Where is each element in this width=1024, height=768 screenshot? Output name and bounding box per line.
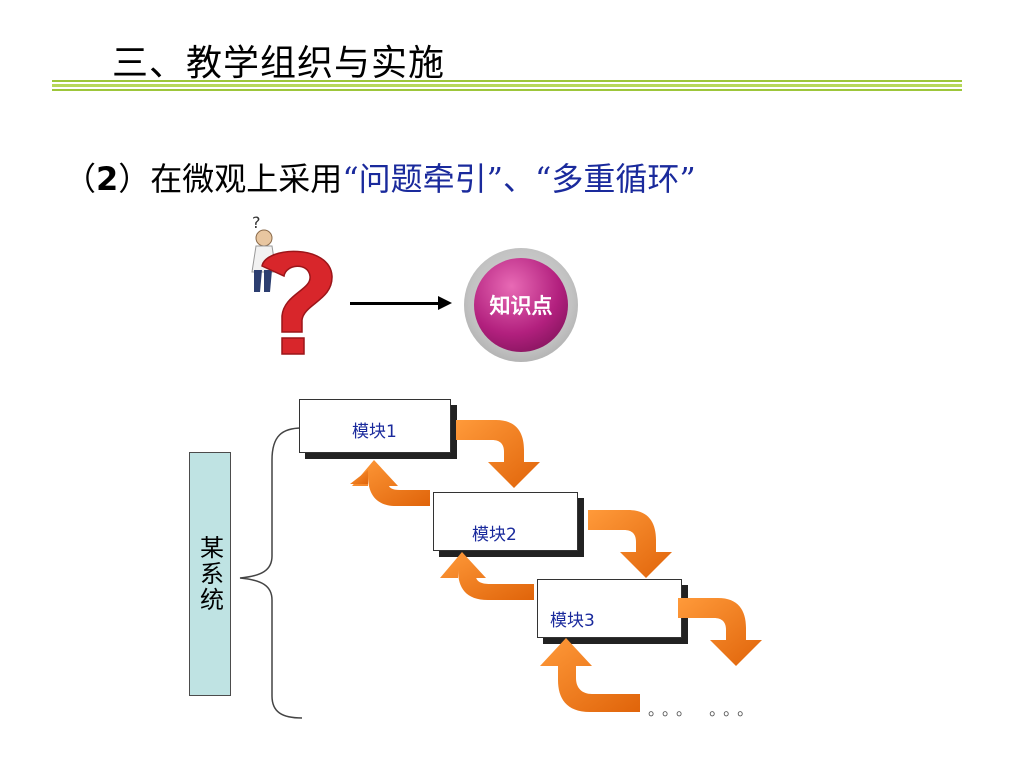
subtitle-text: （2）在微观上采用“问题牵引”、“多重循环” <box>64 158 754 200</box>
loop-arrow-forward-3 <box>678 598 762 666</box>
svg-text:?: ? <box>252 213 261 232</box>
loop-arrow-back-3 <box>540 638 640 712</box>
title-rule-bottom <box>52 89 962 91</box>
subtitle-number: 2 <box>96 160 119 198</box>
module-box-2: 模块2 <box>433 492 578 551</box>
system-label: 某系统 <box>195 535 224 613</box>
slide-title: 三、教学组织与实施 <box>112 43 446 84</box>
loop-arrow-forward-1 <box>456 420 540 488</box>
title-rule-middle <box>52 84 962 87</box>
loop-arrow-back-2 <box>440 552 534 600</box>
loop-arrow-back-1 <box>352 460 430 506</box>
arrow-head-icon <box>438 296 452 310</box>
subtitle-highlight: “问题牵引”、“多重循环” <box>342 160 696 198</box>
arrow-right-icon <box>350 302 442 305</box>
module-box-3: 模块3 <box>537 579 682 638</box>
loop-arrow-forward-2 <box>588 510 672 578</box>
module-label-3: 模块3 <box>550 611 595 631</box>
module-box-1: 模块1 <box>299 399 451 453</box>
module-label-1: 模块1 <box>352 422 397 442</box>
system-box: 某系统 <box>189 452 231 696</box>
ellipsis-text: 。。。 。。。 <box>648 700 760 719</box>
title-rule-top <box>52 80 962 82</box>
subtitle-lead: 在微观上采用 <box>150 160 343 198</box>
module-label-2: 模块2 <box>472 525 517 545</box>
subtitle-paren-close: ） <box>118 160 151 198</box>
knowledge-point-badge: 知识点 <box>474 258 568 352</box>
subtitle-paren-open: （ <box>64 160 97 198</box>
